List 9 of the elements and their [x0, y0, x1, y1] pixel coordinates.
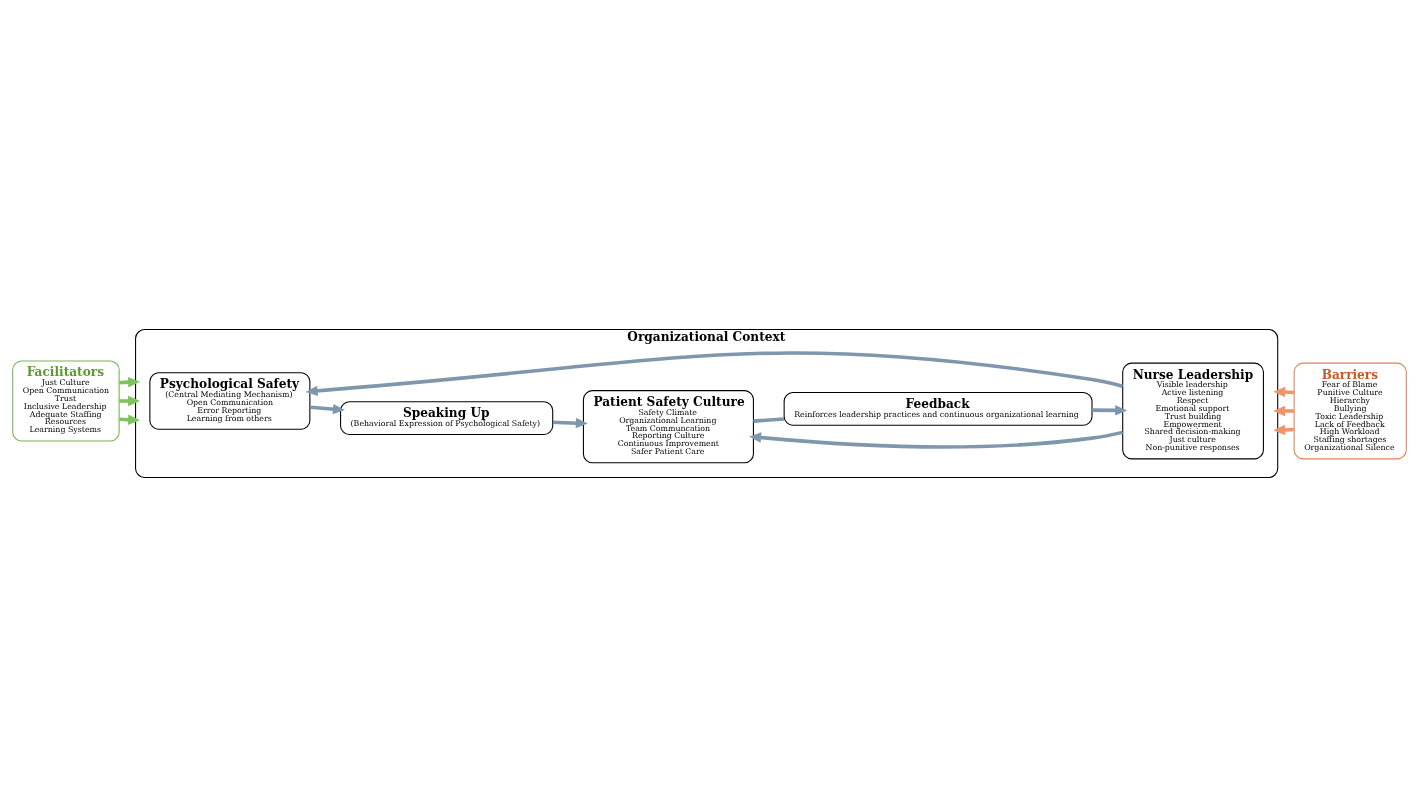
arrow: [305, 351, 1123, 397]
arrow: [1273, 405, 1294, 417]
arrow: [119, 395, 141, 407]
arrow: [1273, 386, 1295, 398]
arrow: [552, 417, 588, 429]
arrow: [310, 403, 345, 415]
arrow: [1092, 405, 1128, 416]
connector: [753, 417, 785, 423]
arrow: [749, 430, 1124, 449]
